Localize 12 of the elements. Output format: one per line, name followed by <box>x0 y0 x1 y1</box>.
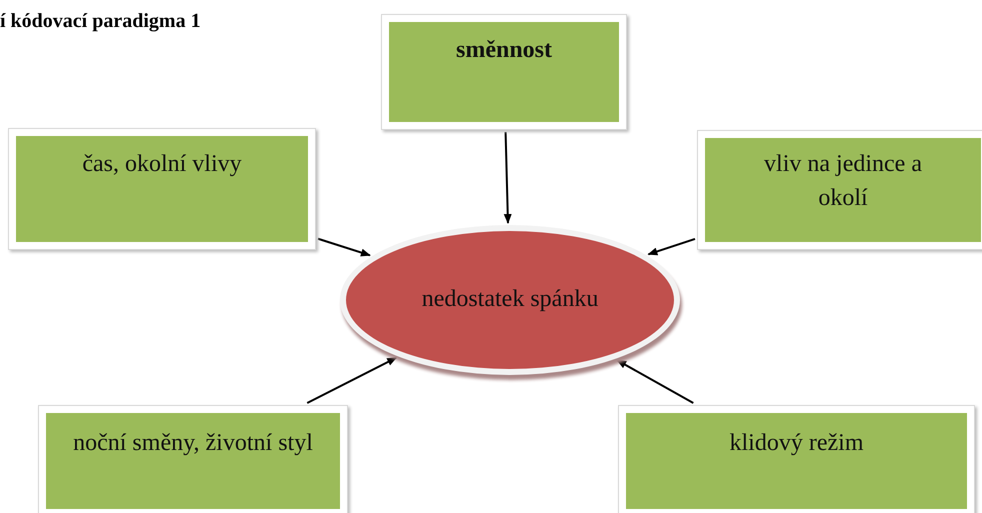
category-box: noční směny, životní styl <box>46 413 340 509</box>
category-box: klidový režim <box>626 413 967 509</box>
title: í kódovací paradigma 1 <box>0 10 201 33</box>
arrow <box>647 238 696 256</box>
arrow <box>504 132 512 224</box>
category-box: směnnost <box>389 22 619 122</box>
oval-node: nedostatek spánku <box>340 225 680 375</box>
arrow <box>306 356 398 404</box>
arrow <box>318 238 371 256</box>
category-box: čas, okolní vlivy <box>16 136 308 242</box>
category-box: vliv na jedince a okolí <box>705 138 981 242</box>
arrow <box>616 359 694 404</box>
